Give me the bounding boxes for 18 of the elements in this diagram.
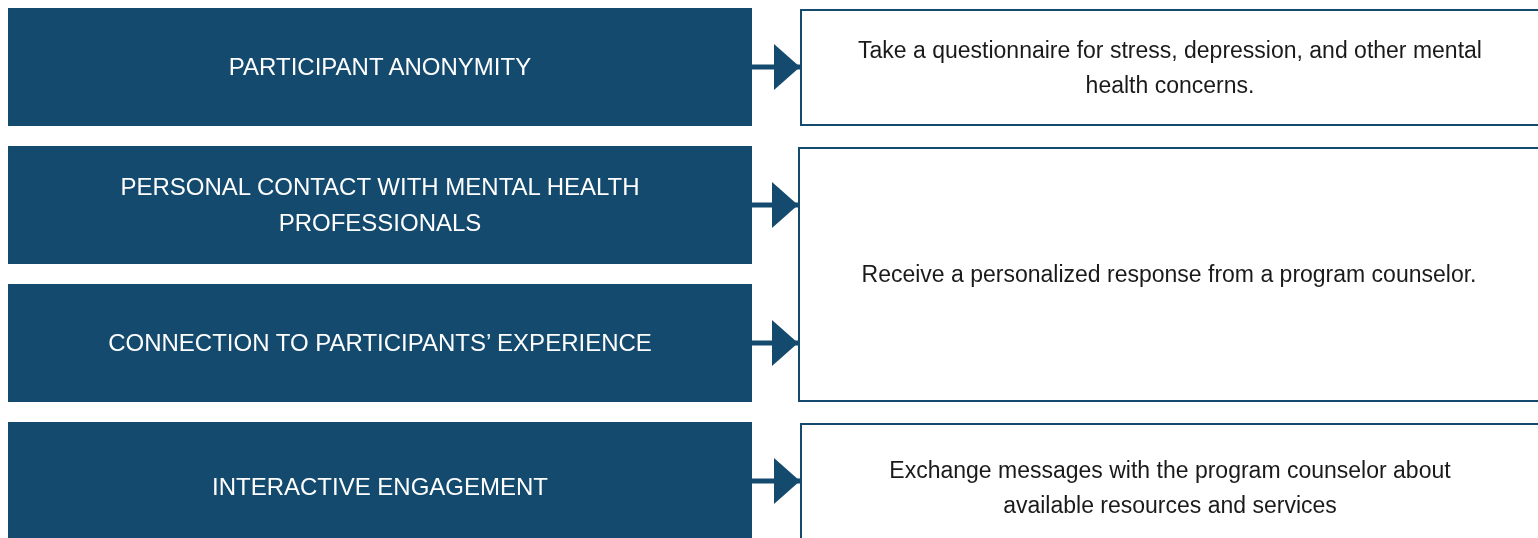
step-text: Receive a personalized response from a program counselor. (861, 260, 1477, 290)
arrow (752, 182, 798, 228)
principle-box (8, 146, 752, 264)
principle-box (8, 8, 752, 126)
principle-label: PARTICIPANT ANONYMITY (228, 52, 532, 82)
step-box (800, 9, 1538, 126)
step-text: Exchange messages with the program counselor about available resources and services (888, 456, 1452, 520)
step-text: Take a questionnaire for stress, depression, and other mental health concerns. (857, 36, 1483, 100)
step-box (798, 147, 1538, 402)
step-box (800, 423, 1538, 538)
principle-box (8, 422, 752, 538)
principle-label: INTERACTIVE ENGAGEMENT (211, 472, 548, 502)
principle-label: CONNECTION TO PARTICIPANTS’ EXPERIENCE (108, 328, 652, 358)
arrow (752, 44, 800, 90)
principle-label: PERSONAL CONTACT WITH MENTAL HEALTH PROFESSIONALS (119, 172, 641, 238)
principle-box (8, 284, 752, 402)
arrow (752, 458, 800, 504)
arrow (752, 320, 798, 366)
